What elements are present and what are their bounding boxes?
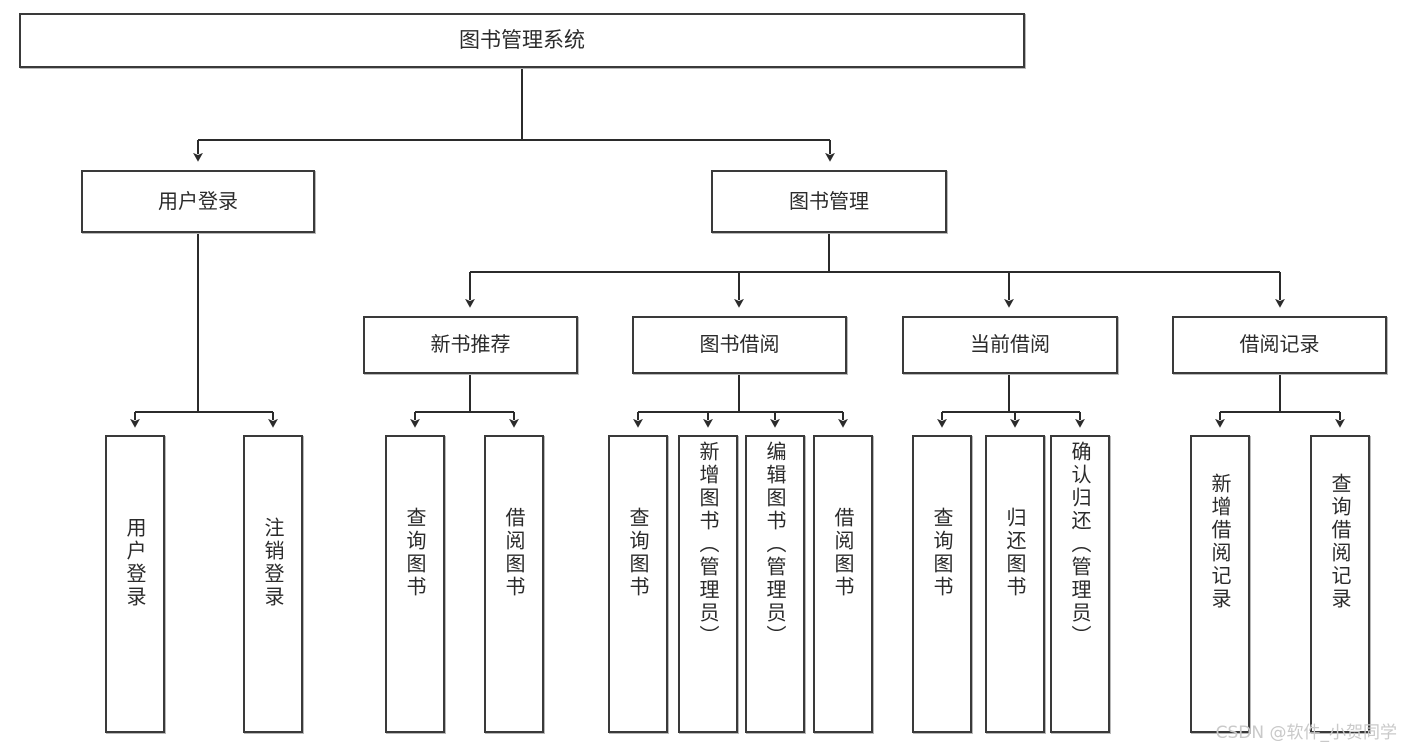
leaf-edit-book-admin[interactable]: 编辑图书（管理员） (745, 435, 805, 733)
leaf-query-borrow-record-label: 查询借阅记录 (1328, 473, 1352, 611)
leaf-user-login-label: 用户登录 (123, 517, 147, 609)
node-book-management[interactable]: 图书管理 (711, 170, 947, 233)
node-current-borrow[interactable]: 当前借阅 (902, 316, 1118, 374)
node-current-borrow-label: 当前借阅 (970, 332, 1050, 357)
node-new-book-recommend-label: 新书推荐 (430, 332, 511, 357)
leaf-add-borrow-record[interactable]: 新增借阅记录 (1190, 435, 1250, 733)
node-new-book-recommend[interactable]: 新书推荐 (363, 316, 578, 374)
leaf-return-book[interactable]: 归还图书 (985, 435, 1045, 733)
node-book-borrow-label: 图书借阅 (699, 332, 780, 357)
leaf-return-book-label: 归还图书 (1003, 507, 1027, 599)
leaf-logout[interactable]: 注销登录 (243, 435, 303, 733)
leaf-edit-book-admin-label: 编辑图书（管理员） (763, 441, 787, 648)
node-book-borrow[interactable]: 图书借阅 (632, 316, 847, 374)
leaf-borrow-book-newbook[interactable]: 借阅图书 (484, 435, 544, 733)
leaf-query-book-borrow[interactable]: 查询图书 (608, 435, 668, 733)
node-user-login[interactable]: 用户登录 (81, 170, 315, 233)
leaf-logout-label: 注销登录 (261, 517, 285, 609)
leaf-borrow-book-newbook-label: 借阅图书 (502, 507, 526, 599)
leaf-add-book-admin-label: 新增图书（管理员） (696, 441, 720, 648)
leaf-confirm-return-admin[interactable]: 确认归还（管理员） (1050, 435, 1110, 733)
leaf-borrow-book-borrow-label: 借阅图书 (831, 507, 855, 599)
node-book-management-label: 图书管理 (789, 188, 869, 213)
leaf-borrow-book-borrow[interactable]: 借阅图书 (813, 435, 873, 733)
leaf-query-book-current[interactable]: 查询图书 (912, 435, 972, 733)
leaf-query-book-current-label: 查询图书 (930, 507, 954, 599)
leaf-query-borrow-record[interactable]: 查询借阅记录 (1310, 435, 1370, 733)
csdn-watermark: CSDN @软件_小贺同学 (1215, 723, 1397, 743)
node-root-label: 图书管理系统 (459, 28, 585, 53)
leaf-add-book-admin[interactable]: 新增图书（管理员） (678, 435, 738, 733)
node-root[interactable]: 图书管理系统 (19, 13, 1025, 68)
leaf-query-book-borrow-label: 查询图书 (626, 507, 650, 599)
leaf-query-book-newbook[interactable]: 查询图书 (385, 435, 445, 733)
leaf-user-login[interactable]: 用户登录 (105, 435, 165, 733)
node-user-login-label: 用户登录 (158, 188, 238, 213)
node-borrow-records-label: 借阅记录 (1239, 332, 1320, 357)
leaf-confirm-return-admin-label: 确认归还（管理员） (1068, 441, 1092, 648)
leaf-query-book-newbook-label: 查询图书 (403, 507, 427, 599)
leaf-add-borrow-record-label: 新增借阅记录 (1208, 473, 1232, 611)
node-borrow-records[interactable]: 借阅记录 (1172, 316, 1387, 374)
